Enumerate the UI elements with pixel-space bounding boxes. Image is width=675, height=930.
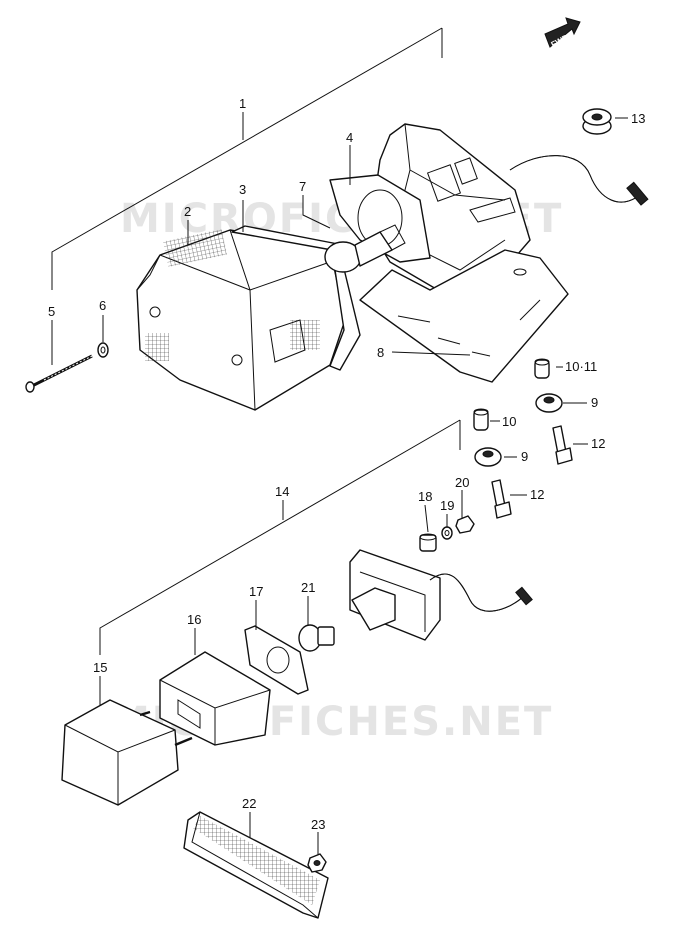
callout-10-11: 10·11 — [565, 359, 597, 374]
gasket-part-17 — [244, 625, 309, 695]
callout-13: 13 — [631, 111, 645, 126]
callout-15: 15 — [93, 660, 107, 675]
license-lamp-housing — [349, 549, 533, 641]
bolt-part-12-upper — [552, 425, 573, 465]
lens-gasket — [231, 225, 361, 371]
callout-18: 18 — [418, 489, 432, 504]
callout-1: 1 — [239, 96, 246, 111]
collar-part-10 — [473, 408, 489, 431]
collar-part-18 — [419, 533, 437, 552]
mounting-plate-part-8 — [359, 249, 569, 383]
callout-12-lower: 12 — [530, 487, 544, 502]
callout-17: 17 — [249, 584, 263, 599]
tail-lamp-lens — [136, 229, 346, 411]
nut-part-23 — [307, 853, 327, 873]
callout-16: 16 — [187, 612, 201, 627]
callout-2: 2 — [184, 204, 191, 219]
callout-5: 5 — [48, 304, 55, 319]
leader-lines — [51, 112, 628, 855]
callout-20: 20 — [455, 475, 469, 490]
callout-19: 19 — [440, 498, 454, 513]
grommet-part-13 — [582, 108, 612, 135]
cushion-part-9-upper — [535, 393, 563, 413]
reflector-part-22 — [183, 811, 329, 919]
bolt-part-12-lower — [491, 479, 512, 519]
washer-part-6 — [97, 342, 109, 358]
callout-7: 7 — [299, 179, 306, 194]
callout-labels: 1 2 3 4 5 6 7 8 10·11 10 9 9 12 12 13 14… — [48, 96, 645, 832]
collar-part-10-11 — [534, 358, 550, 379]
callout-9-upper: 9 — [591, 395, 598, 410]
callout-8: 8 — [377, 345, 384, 360]
nut-part-20 — [455, 515, 475, 534]
forward-arrow-badge: FWD — [544, 17, 581, 49]
callout-6: 6 — [99, 298, 106, 313]
assembly-bracket-14 — [99, 419, 461, 655]
callout-21: 21 — [301, 580, 315, 595]
callout-22: 22 — [242, 796, 256, 811]
callout-10: 10 — [502, 414, 516, 429]
washer-part-19 — [441, 526, 453, 540]
callout-3: 3 — [239, 182, 246, 197]
bulb-part-7 — [324, 224, 406, 273]
bracket-part-16 — [159, 651, 271, 746]
assembly-bracket-1 — [51, 27, 443, 290]
callout-9-lower: 9 — [521, 449, 528, 464]
cushion-part-9-lower — [474, 447, 502, 467]
callout-23: 23 — [311, 817, 325, 832]
callout-12-upper: 12 — [591, 436, 605, 451]
screw-part-5 — [25, 354, 93, 393]
bulb-part-21 — [298, 624, 335, 652]
callout-4: 4 — [346, 130, 353, 145]
callout-14: 14 — [275, 484, 289, 499]
lens-part-15 — [61, 699, 193, 806]
